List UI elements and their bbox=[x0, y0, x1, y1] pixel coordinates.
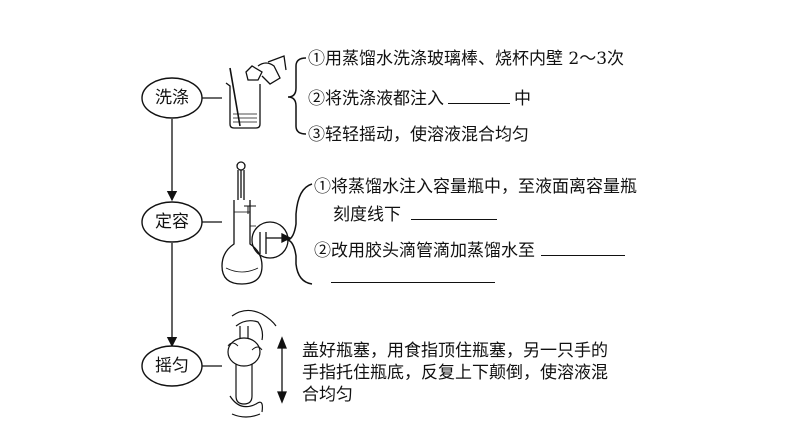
answer-blank bbox=[448, 87, 510, 104]
wash-step-2-suffix: 中 bbox=[514, 89, 531, 109]
fix-volume-step-1-cont: 刻度线下 bbox=[333, 203, 497, 226]
wash-step-1-text: ①用蒸馏水洗涤玻璃棒、烧杯内壁 2～3次 bbox=[308, 49, 625, 69]
fix-volume-step-1: ①将蒸馏水注入容量瓶中，至液面离容量瓶 bbox=[314, 176, 637, 198]
step-label-wash: 洗涤 bbox=[155, 88, 189, 108]
wash-step-2: ②将洗涤液都注入 中 bbox=[308, 87, 531, 110]
wash-step-2-text: ②将洗涤液都注入 bbox=[308, 89, 444, 109]
wash-step-1: ①用蒸馏水洗涤玻璃棒、烧杯内壁 2～3次 bbox=[308, 48, 624, 70]
up-down-arrow-icon bbox=[277, 336, 287, 404]
wash-steps-brace bbox=[287, 57, 307, 135]
fix-volume-step-2: ②改用胶头滴管滴加蒸馏水至 bbox=[314, 239, 625, 262]
answer-blank bbox=[331, 266, 495, 283]
fix-volume-step-2-cont bbox=[331, 266, 495, 289]
step-label-fix-volume: 定容 bbox=[155, 212, 189, 232]
step-label-shake: 摇匀 bbox=[155, 356, 189, 376]
answer-blank bbox=[541, 239, 625, 256]
fix-volume-steps-brace bbox=[285, 183, 313, 285]
volumetric-flask-icon bbox=[221, 161, 292, 285]
beaker-washing-icon bbox=[225, 55, 287, 129]
shake-text-line-2: 手指托住瓶底，反复上下颠倒，使溶液混 bbox=[302, 363, 608, 383]
fix-volume-step-1-cont-text: 刻度线下 bbox=[333, 205, 401, 225]
shake-text-line-1: 盖好瓶塞，用食指顶住瓶塞，另一只手的 bbox=[302, 341, 608, 361]
answer-blank bbox=[411, 203, 497, 220]
flask-inverting-hands-icon bbox=[227, 309, 277, 418]
wash-step-3-text: ③轻轻摇动，使溶液混合均匀 bbox=[308, 125, 529, 145]
wash-step-3: ③轻轻摇动，使溶液混合均匀 bbox=[308, 124, 529, 146]
fix-volume-step-2-text: ②改用胶头滴管滴加蒸馏水至 bbox=[314, 241, 535, 261]
fix-volume-step-1-text: ①将蒸馏水注入容量瓶中，至液面离容量瓶 bbox=[314, 177, 637, 197]
shake-text-line-3: 合均匀 bbox=[302, 385, 353, 405]
